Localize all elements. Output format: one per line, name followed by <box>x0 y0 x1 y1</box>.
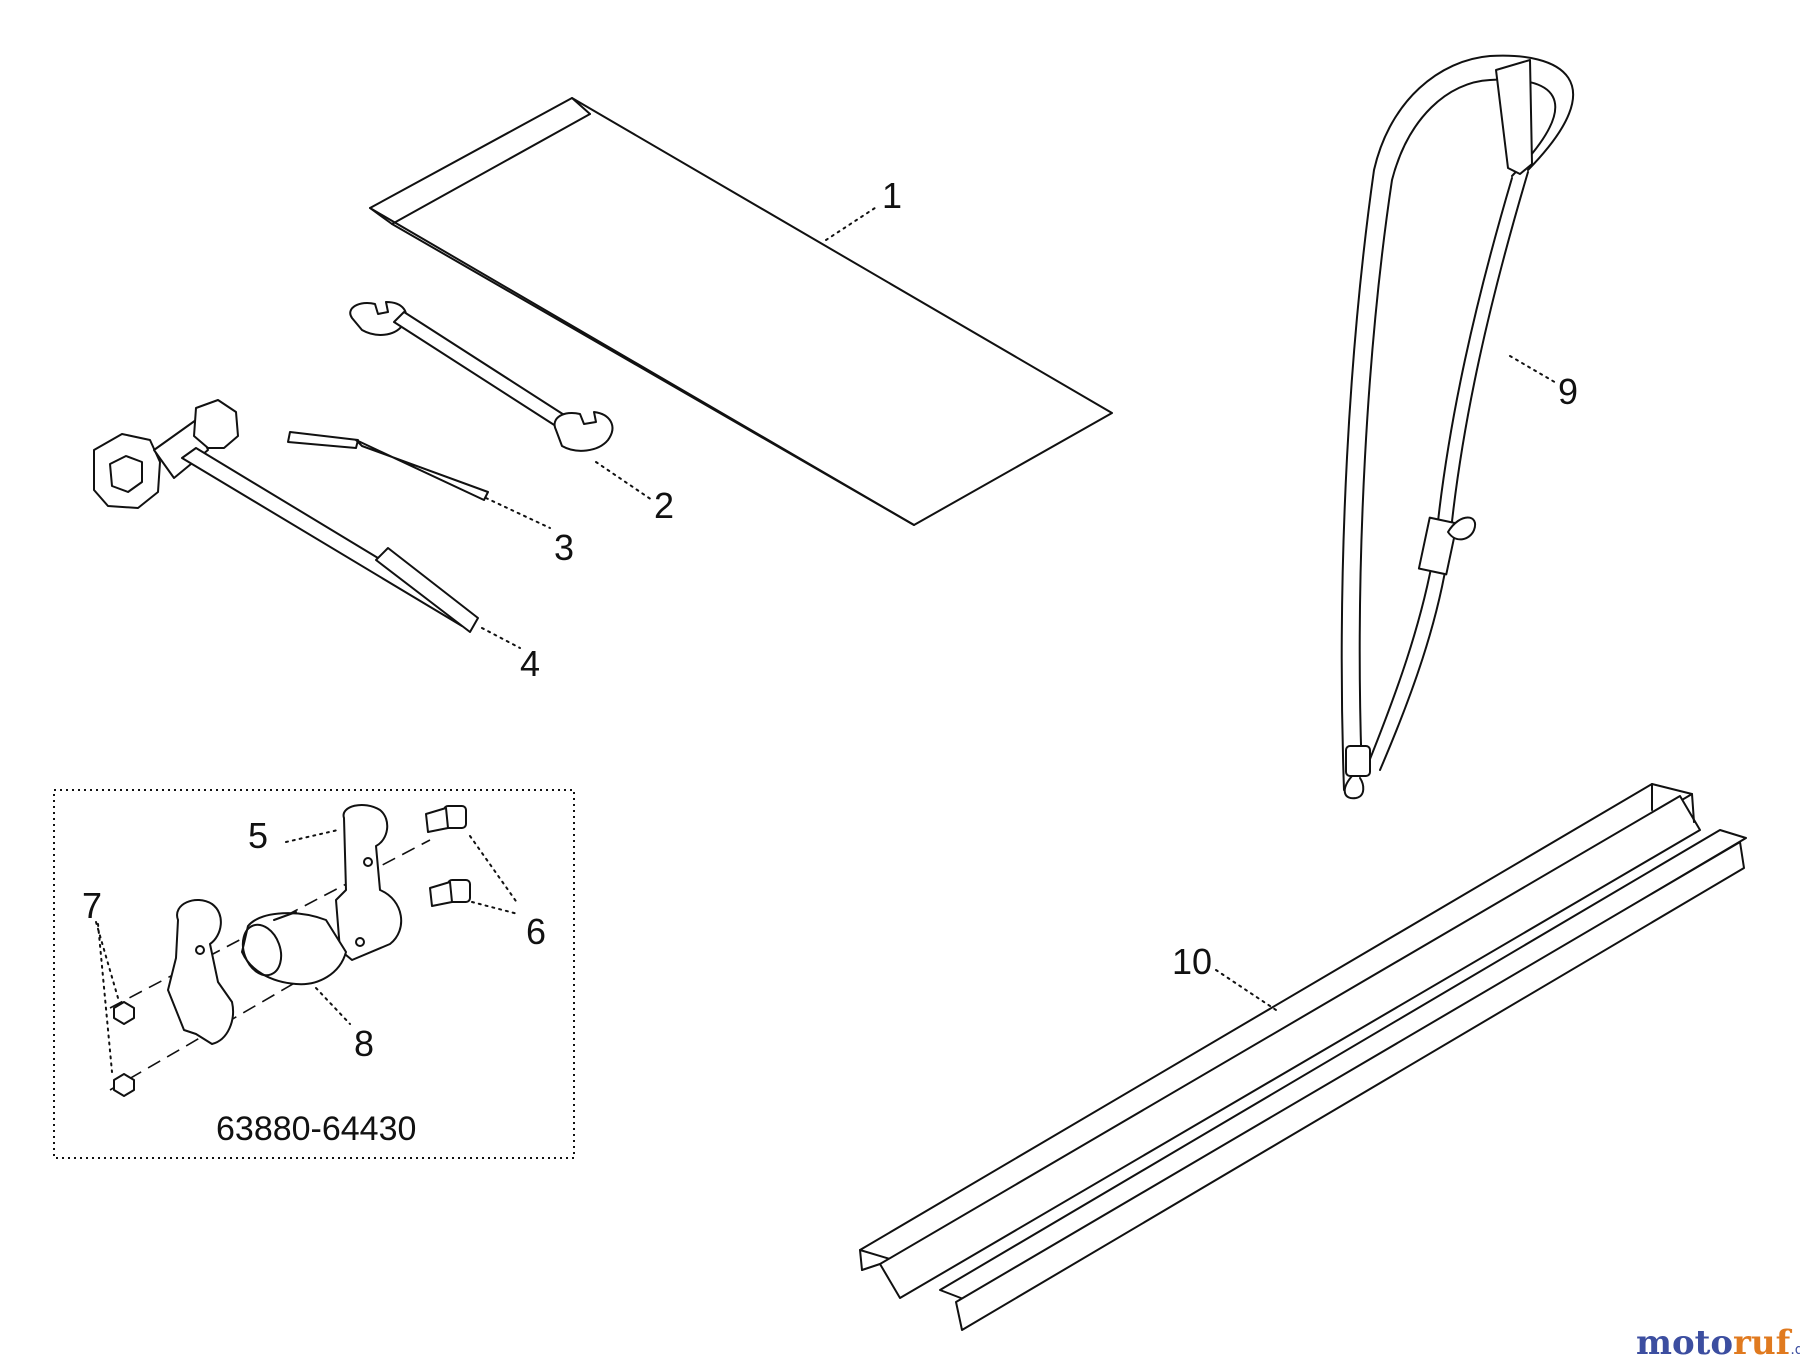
callout-5[interactable]: 5 <box>248 815 268 856</box>
hanger-kit-box <box>53 789 575 1159</box>
watermark-part1: moto <box>1636 1323 1733 1363</box>
leader-line-4 <box>481 627 521 649</box>
leader-line-6b <box>471 901 519 915</box>
watermark-suffix: .de <box>1790 1342 1800 1358</box>
svg-text:motoruf.de: motoruf.de <box>1636 1323 1800 1363</box>
part-8-sleeve[interactable] <box>236 911 347 986</box>
leader-line-7a <box>95 921 119 999</box>
leader-line-7b <box>97 923 113 1073</box>
leader-line-2 <box>595 461 653 501</box>
callout-6[interactable]: 6 <box>526 911 546 952</box>
callout-4[interactable]: 4 <box>520 643 540 684</box>
part-2-wrench[interactable] <box>349 301 614 452</box>
leader-line-1 <box>825 205 879 241</box>
leader-line-8 <box>315 987 351 1025</box>
part-3-hex-key[interactable] <box>287 431 489 501</box>
callout-8[interactable]: 8 <box>354 1023 374 1064</box>
part-9-shoulder-strap[interactable] <box>1340 54 1575 800</box>
callout-9[interactable]: 9 <box>1558 371 1578 412</box>
leader-line-9 <box>1509 355 1559 385</box>
part-7-nuts[interactable] <box>113 1001 135 1097</box>
leader-line-6a <box>469 835 519 905</box>
callout-3[interactable]: 3 <box>554 527 574 568</box>
leader-line-5 <box>285 829 339 843</box>
callout-10[interactable]: 10 <box>1172 941 1212 982</box>
part-1-manual-bag[interactable] <box>369 97 1113 526</box>
part-5-hanger-bracket[interactable] <box>335 803 403 961</box>
callout-2[interactable]: 2 <box>654 485 674 526</box>
part-10-blade-cover[interactable] <box>859 783 1747 1331</box>
hanger-bracket-left[interactable] <box>167 899 234 1045</box>
leader-line-3 <box>485 497 551 529</box>
leader-line-10 <box>1215 969 1277 1011</box>
part-6-bolts[interactable] <box>425 805 471 907</box>
callout-7[interactable]: 7 <box>82 885 102 926</box>
kit-part-number: 63880-64430 <box>216 1110 416 1148</box>
callout-1[interactable]: 1 <box>882 175 902 216</box>
part-4-combination-wrench[interactable] <box>93 399 479 633</box>
watermark-part2: ruf <box>1733 1323 1793 1363</box>
motoruf-watermark-logo: motoruf.de <box>1636 1323 1800 1363</box>
hanger-kit-group[interactable]: 5 8 6 7 63880-644 <box>53 789 575 1159</box>
